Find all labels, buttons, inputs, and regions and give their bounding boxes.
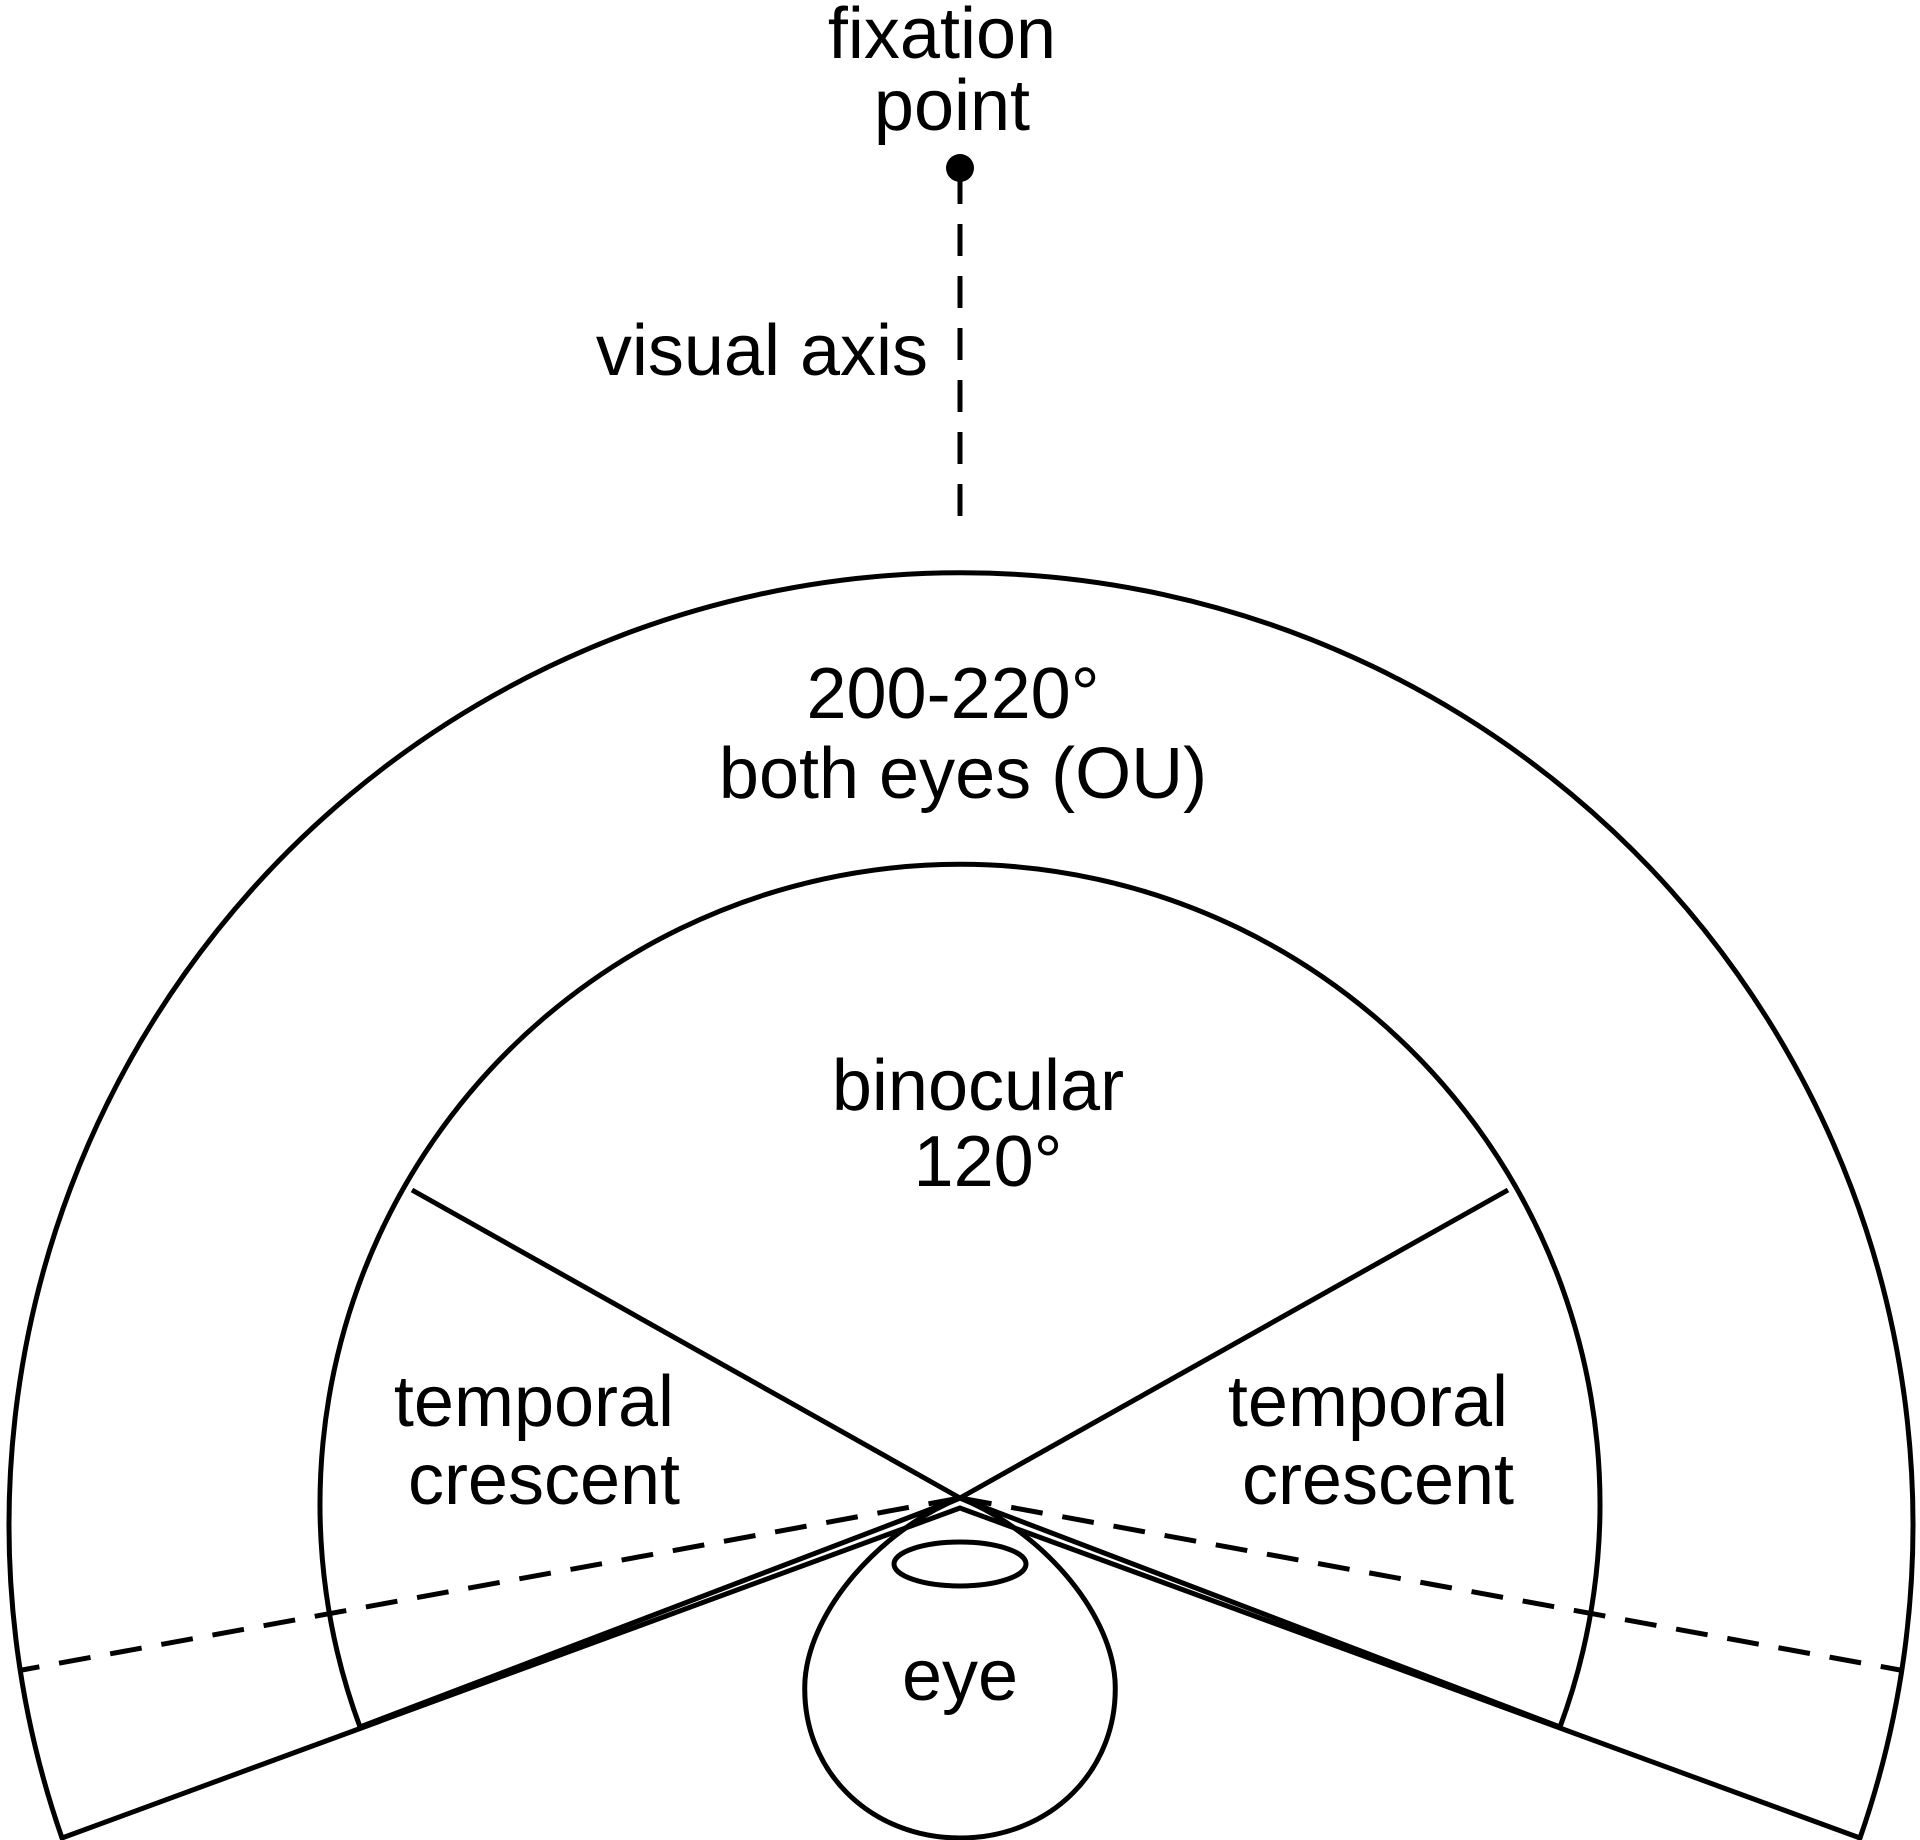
outer-visual-field [6, 570, 1916, 1840]
binocular-field-label: binocular 120° [832, 1046, 1144, 1202]
binocular-label-line2: 120° [914, 1122, 1063, 1202]
right-temporal-label-line1: temporal [1228, 1362, 1508, 1442]
eye-lens-icon [891, 1539, 1029, 1589]
left-temporal-dashed-line [21, 1495, 961, 1673]
binocular-left-boundary [410, 1187, 962, 1501]
fixation-point-dot [946, 154, 974, 182]
eye-outline [802, 1495, 1118, 1840]
fixation-label-line1: fixation [828, 0, 1056, 74]
eye-label: eye [902, 1636, 1018, 1716]
fixation-label-line2: point [874, 66, 1030, 146]
binocular-right-boundary [958, 1187, 1510, 1501]
binocular-label-line1: binocular [832, 1046, 1124, 1126]
left-temporal-crescent-label: temporal crescent [394, 1362, 694, 1520]
total-field-label: 200-220° both eyes (OU) [719, 654, 1207, 814]
total-field-label-line1: 200-220° [806, 654, 1099, 734]
left-temporal-label-line1: temporal [394, 1362, 674, 1442]
total-field-label-line2: both eyes (OU) [719, 734, 1207, 814]
right-temporal-label-line2: crescent [1242, 1440, 1514, 1520]
fixation-point-label: fixation point [828, 0, 1076, 146]
inner-visual-field [317, 861, 1603, 1731]
left-temporal-label-line2: crescent [408, 1440, 680, 1520]
right-temporal-dashed-line [959, 1495, 1901, 1673]
visual-axis-label: visual axis [596, 311, 928, 391]
right-temporal-crescent-label: temporal crescent [1228, 1362, 1528, 1520]
